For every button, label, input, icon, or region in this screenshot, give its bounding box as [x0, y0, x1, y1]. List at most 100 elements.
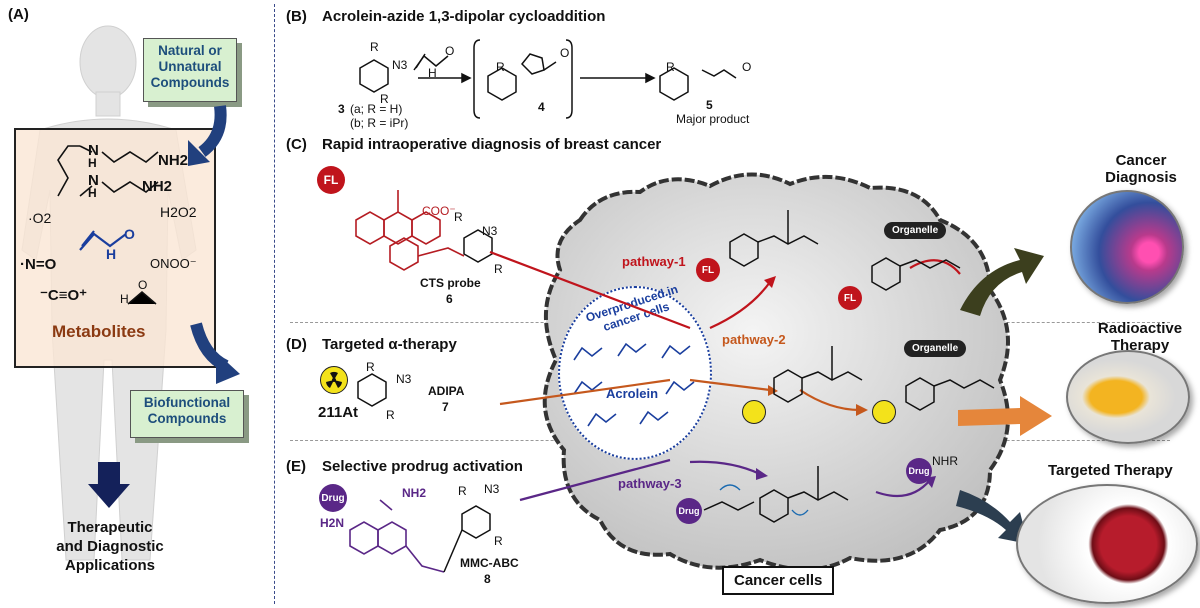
astatine-label: 211At	[318, 404, 359, 421]
radioactive-icon	[742, 400, 766, 424]
breast-cancer-image	[1070, 190, 1184, 304]
triazene-product-2	[773, 346, 863, 403]
amine-n-1: N	[88, 142, 99, 159]
compound-3-n3: N3	[392, 58, 408, 72]
acrolein-molecules	[573, 342, 695, 427]
metabolites-label: Metabolites	[52, 322, 146, 341]
adipa-number: 7	[442, 400, 449, 414]
mmc-r-bottom: R	[494, 534, 503, 548]
adipa-n3: N3	[396, 372, 412, 386]
cts-r-top: R	[454, 210, 463, 224]
major-product-label: Major product	[676, 112, 750, 126]
compound-5-o: O	[742, 60, 752, 74]
compound-3-number: 3	[338, 102, 345, 116]
spermine-structure	[57, 145, 159, 197]
bound-product-1	[871, 257, 961, 291]
panel-e-label: (E)	[286, 458, 306, 475]
cycloaddition-scheme	[359, 39, 737, 119]
mmc-n3: N3	[484, 482, 500, 496]
exit-arrows	[956, 248, 1052, 544]
radioactive-icon	[320, 366, 348, 394]
cts-n3: N3	[482, 224, 498, 238]
amine-nh2-1: NH2	[158, 152, 189, 169]
cancer-cell-shape	[542, 172, 1010, 572]
panel-b-label: (B)	[286, 8, 307, 25]
metabolites-panel	[14, 128, 216, 368]
cts-probe-number: 6	[446, 292, 453, 306]
coo-label: COO⁻	[422, 204, 456, 218]
mmc-r-top: R	[458, 484, 467, 498]
bound-product-2	[905, 377, 995, 411]
prodrug-intermediate	[703, 466, 849, 523]
radioactive-therapy-title: Radioactive Therapy	[1090, 320, 1190, 354]
cancer-cells-label: Cancer cells	[722, 566, 835, 595]
drug-badge: Drug	[319, 484, 347, 512]
acrolein-h-b: H	[428, 66, 437, 80]
panel-b-title: Acrolein-azide 1,3-dipolar cycloaddition	[322, 8, 606, 25]
applications-line-1: Therapeutic	[67, 519, 153, 536]
mmc-h2n: H2N	[320, 516, 345, 530]
peroxynitrite-label: ONOO⁻	[150, 256, 197, 271]
pathway-2-label: pathway-2	[722, 332, 786, 347]
targeted-therapy-image	[1016, 484, 1198, 604]
panel-separator	[274, 4, 275, 604]
compound-4-number: 4	[538, 100, 545, 114]
acrolein-structure	[79, 230, 127, 251]
triazene-product-1	[729, 210, 819, 267]
acrolein-h-label: H	[106, 246, 117, 262]
superoxide-label: ·O2	[28, 210, 52, 226]
mmc-abc-name: MMC-ABC	[460, 556, 519, 570]
radioactive-line-2: Therapy	[1110, 337, 1170, 354]
compound-3-a: (a; R = H)	[350, 102, 403, 116]
adipa-r-top: R	[366, 360, 375, 374]
compound-3-r-bottom: R	[380, 92, 389, 106]
acrolein-o-label: O	[124, 226, 135, 242]
pathway-3-label: pathway-3	[618, 476, 682, 491]
drug-badge: Drug	[906, 458, 932, 484]
targeted-therapy-title: Targeted Therapy	[1048, 462, 1173, 479]
amine-h-1: H	[88, 156, 97, 170]
organelle-pill-1: Organelle	[884, 222, 947, 239]
mmc-abc-number: 8	[484, 572, 491, 586]
compound-3-b: (b; R = iPr)	[350, 116, 409, 130]
panel-e-title: Selective prodrug activation	[322, 458, 523, 475]
diagnosis-line-2: Diagnosis	[1105, 169, 1177, 186]
compound-5-r: R	[666, 60, 675, 74]
amine-n-2: N	[88, 172, 99, 189]
fl-badge: FL	[317, 166, 345, 194]
panel-c-title: Rapid intraoperative diagnosis of breast…	[322, 136, 662, 153]
h2o2-label: H2O2	[160, 204, 197, 220]
acrolein-pool	[558, 286, 712, 460]
organelle-pill-2: Organelle	[904, 340, 967, 357]
adipa-name: ADIPA	[428, 384, 465, 398]
arrow-down-icon	[190, 322, 240, 384]
natural-compounds-line-2: Unnatural	[158, 59, 222, 74]
pathway-1-label: pathway-1	[622, 254, 686, 269]
fl-badge: FL	[838, 286, 862, 310]
natural-compounds-box: Natural or Unnatural Compounds	[143, 38, 237, 102]
mmc-nh2: NH2	[402, 486, 427, 500]
formaldehyde-o: O	[138, 278, 148, 292]
mmc-abc-structure	[349, 499, 491, 573]
compound-3-r-top: R	[370, 40, 379, 54]
radioactive-line-1: Radioactive	[1097, 320, 1183, 337]
formaldehyde-structure	[127, 290, 157, 305]
panel-c-label: (C)	[286, 136, 307, 153]
panel-d-label: (D)	[286, 336, 307, 353]
applications-line-3: Applications	[64, 557, 155, 574]
acrolein-label: Acrolein	[606, 386, 659, 401]
cts-probe-structure	[355, 190, 493, 271]
adipa-structure	[357, 373, 387, 407]
arrow-down-icon	[188, 105, 227, 166]
nitric-oxide-label: ·N=O	[20, 256, 57, 273]
radioactive-capsule-image	[1066, 350, 1190, 444]
cancer-diagnosis-title: Cancer Diagnosis	[1096, 152, 1186, 186]
panel-a-label: (A)	[8, 6, 29, 23]
down-arrow-icon	[88, 462, 130, 508]
pathway-arrows	[489, 250, 961, 502]
natural-compounds-line-3: Compounds	[150, 75, 230, 90]
nhr-label: NHR	[932, 454, 958, 468]
fl-badge: FL	[696, 258, 720, 282]
biofunctional-line-1: Biofunctional	[143, 395, 231, 410]
adipa-r-bottom: R	[386, 408, 395, 422]
